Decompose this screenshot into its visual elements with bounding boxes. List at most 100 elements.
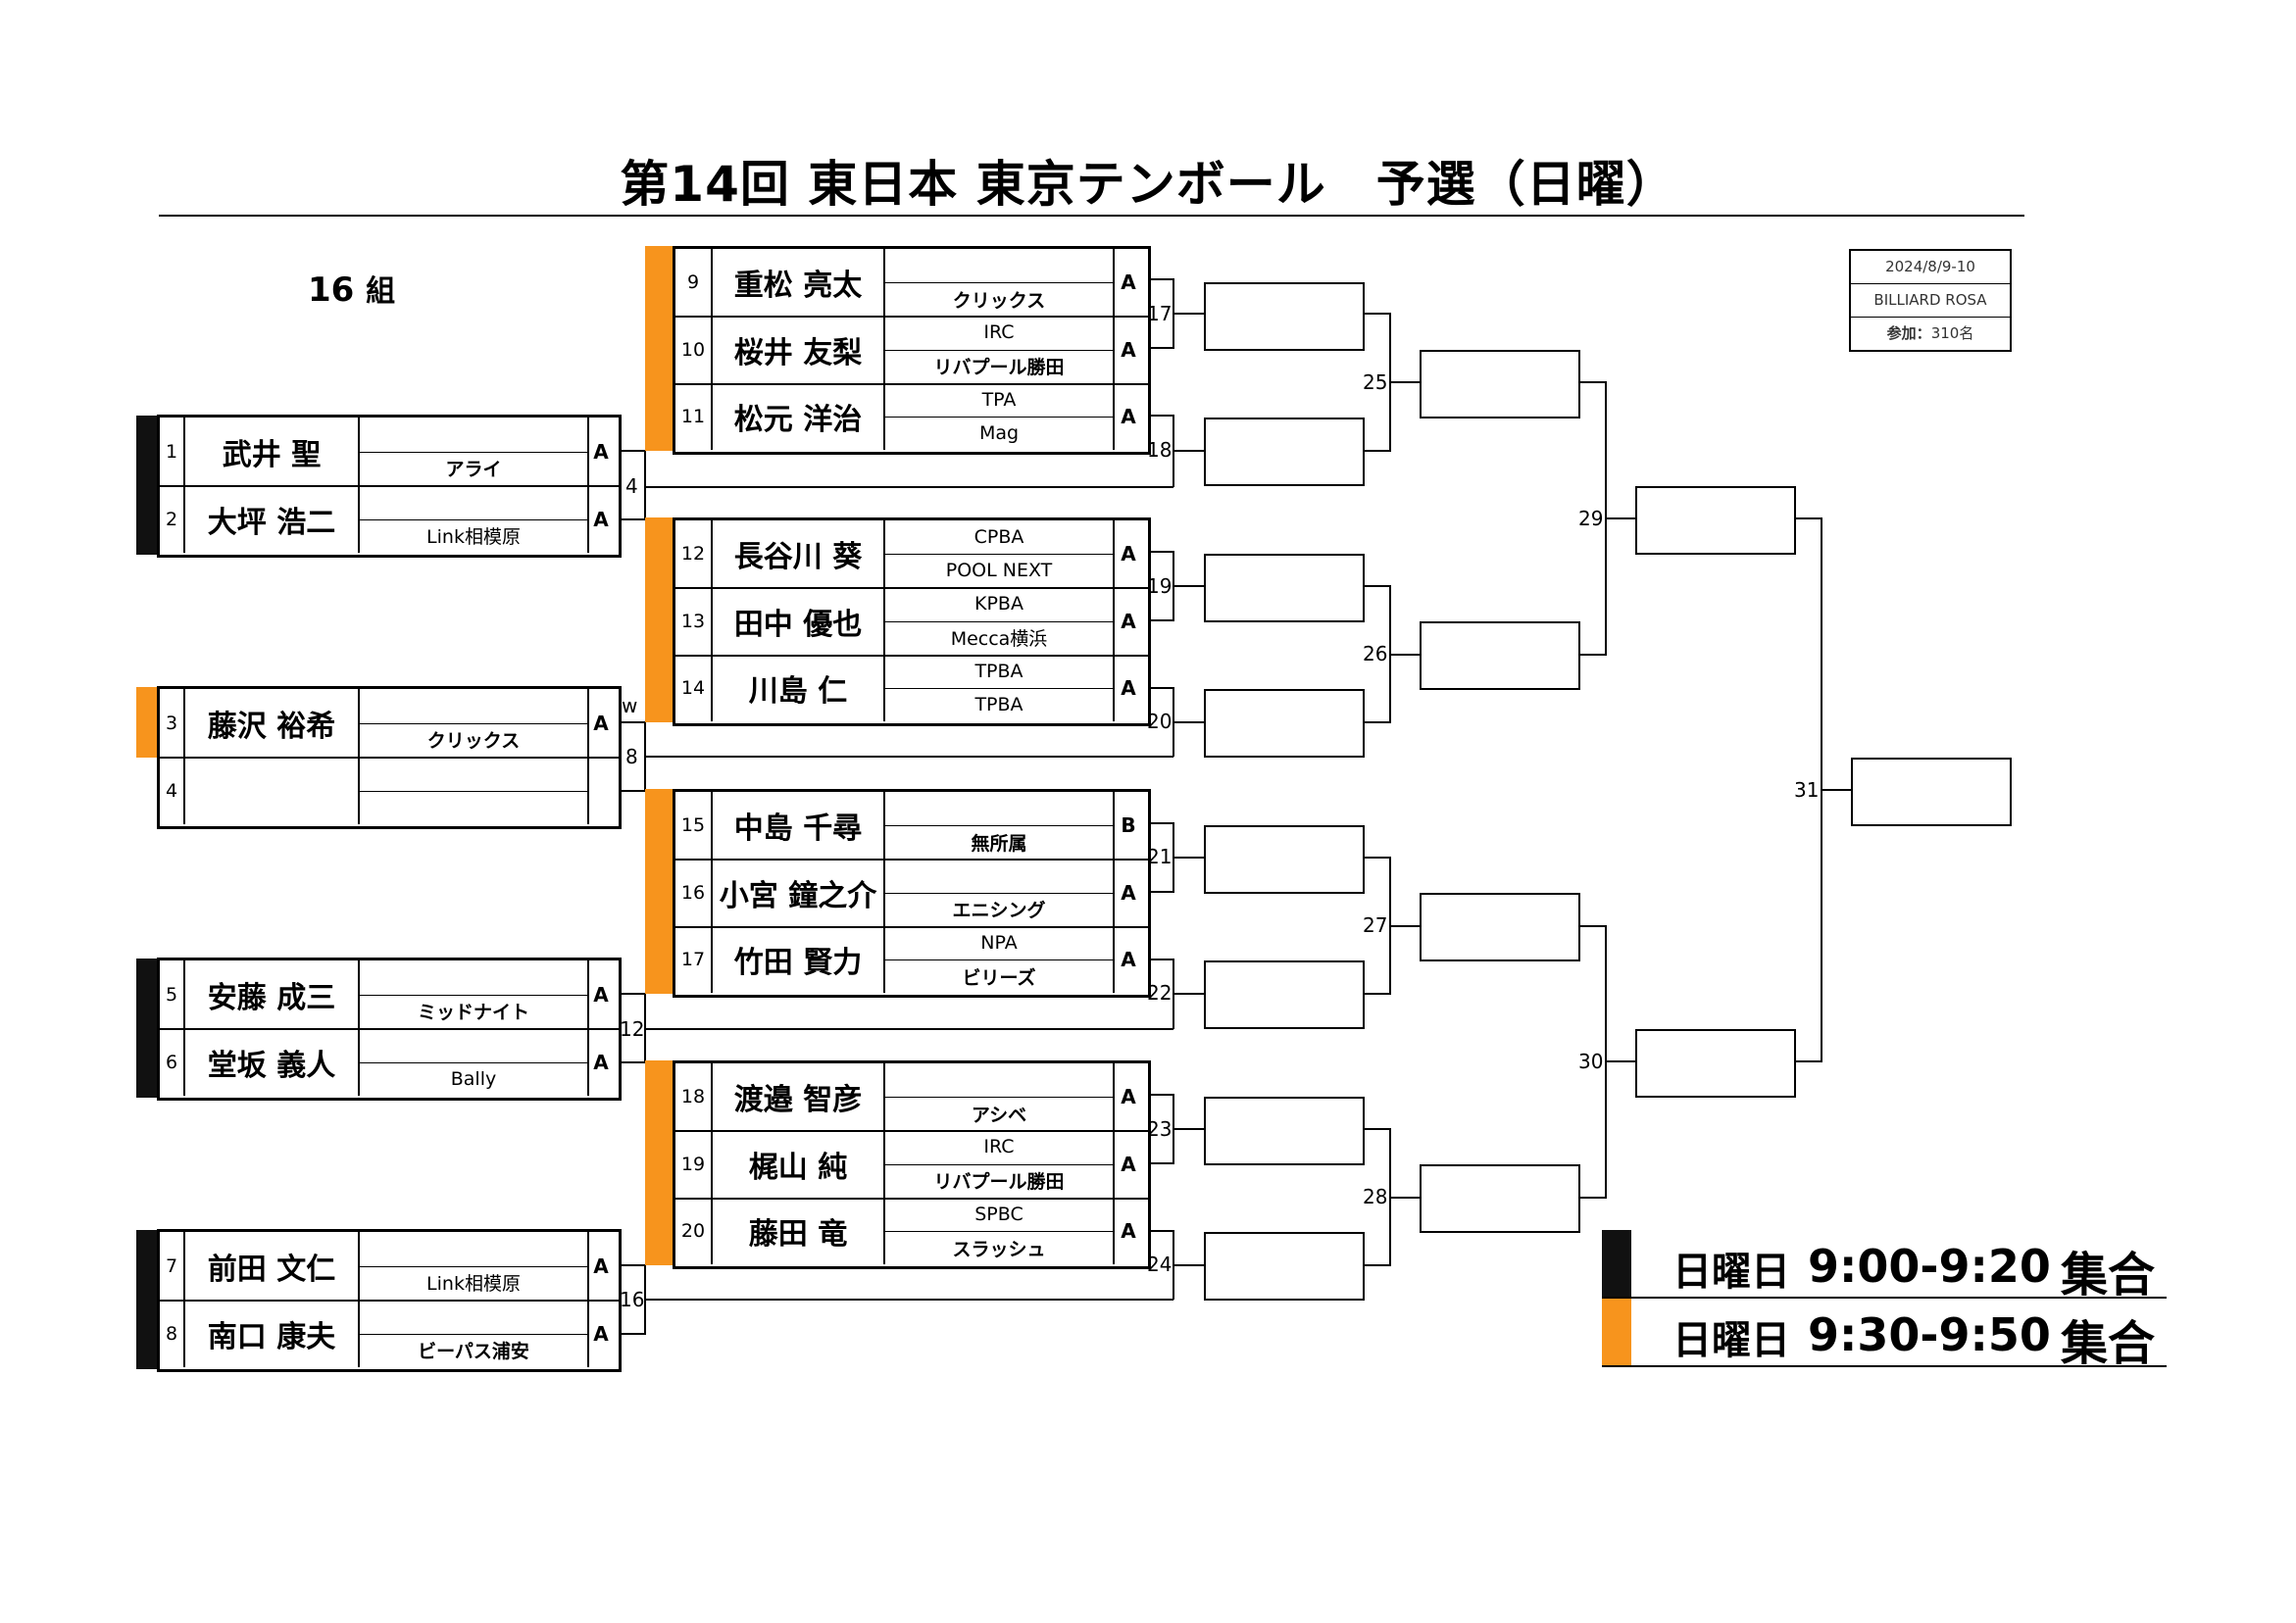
color-bar-orange	[645, 246, 673, 451]
seed-number: 10	[675, 316, 713, 383]
match-label: 30	[1578, 1050, 1604, 1073]
player-club: 無所属	[885, 792, 1115, 859]
player-class: A	[1121, 270, 1136, 294]
player-row[interactable]: 5 安藤 成三 ミッドナイト A	[160, 960, 619, 1030]
seed-number: 17	[675, 926, 713, 993]
winner-slot[interactable]	[1420, 621, 1580, 690]
player-class: B	[1121, 813, 1136, 837]
match-label: 28	[1363, 1185, 1388, 1208]
legend: 日曜日 9:00-9:20 集合 日曜日 9:30-9:50 集合	[1602, 1230, 2167, 1371]
player-club: エニシング	[885, 859, 1115, 926]
seed-number: 14	[675, 655, 713, 721]
player-name: 武井 聖	[185, 418, 360, 485]
winner-slot[interactable]	[1204, 554, 1365, 622]
player-row[interactable]: 2 大坪 浩二 Link相模原 A	[160, 485, 619, 553]
winner-slot[interactable]	[1204, 1232, 1365, 1301]
match-label: 4	[625, 474, 638, 498]
final-winner-slot[interactable]	[1851, 758, 2012, 826]
seed-number: 7	[160, 1232, 185, 1300]
seed-number: 3	[160, 689, 185, 757]
winner-slot[interactable]	[1204, 825, 1365, 894]
player-name: 大坪 浩二	[185, 485, 360, 553]
player-club: クリックス	[885, 249, 1115, 316]
player-club: アシベ	[885, 1063, 1115, 1130]
player-row[interactable]: 16 小宮 鐘之介 エニシング A	[675, 859, 1148, 928]
winner-slot[interactable]	[1420, 350, 1580, 418]
player-club: Link相模原	[360, 485, 589, 553]
legend-time: 9:00-9:20	[1808, 1240, 2051, 1293]
winner-slot[interactable]	[1420, 893, 1580, 961]
player-class: A	[1121, 1219, 1136, 1243]
info-box: 2024/8/9-10 BILLIARD ROSA 参加：310名	[1849, 249, 2012, 352]
match-label: 20	[1147, 710, 1173, 733]
player-name: 長谷川 葵	[713, 520, 885, 587]
match-label: 24	[1147, 1253, 1173, 1276]
player-class: A	[1121, 405, 1136, 428]
match-label: 23	[1147, 1117, 1173, 1141]
player-row[interactable]: 8 南口 康夫 ビーパス浦安 A	[160, 1300, 619, 1367]
page-title: 第14回 東日本 東京テンボール 予選（日曜）	[620, 156, 1676, 213]
winner-slot[interactable]	[1204, 282, 1365, 351]
player-class: A	[593, 711, 609, 735]
seed-number: 16	[675, 859, 713, 926]
match-label: 26	[1363, 642, 1388, 665]
player-class: A	[1121, 1085, 1136, 1108]
legend-label: 集合	[2061, 1316, 2156, 1371]
player-row[interactable]: 7 前田 文仁 Link相模原 A	[160, 1232, 619, 1302]
player-class: A	[593, 439, 609, 464]
winner-slot[interactable]	[1204, 689, 1365, 758]
match-label: 25	[1363, 370, 1388, 394]
player-row[interactable]: 18 渡邉 智彦 アシベ A	[675, 1063, 1148, 1132]
player-row[interactable]: 1 武井 聖 アライ A	[160, 418, 619, 487]
player-row[interactable]: 3 藤沢 裕希 クリックス A	[160, 689, 619, 759]
match-label: 31	[1794, 778, 1820, 802]
player-class: A	[1121, 542, 1136, 566]
match-label: 27	[1363, 913, 1388, 937]
player-club: Link相模原	[360, 1232, 589, 1300]
player-pair-box: 1 武井 聖 アライ A 2 大坪 浩二 Link相模原 A	[157, 415, 622, 558]
legend-swatch-orange	[1602, 1299, 1631, 1365]
winner-slot[interactable]	[1204, 960, 1365, 1029]
seed-number: 13	[675, 587, 713, 655]
color-bar-black	[136, 959, 160, 1098]
player-name: 安藤 成三	[185, 960, 360, 1028]
player-pair-box: 3 藤沢 裕希 クリックス A 4	[157, 686, 622, 829]
seed-number: 11	[675, 383, 713, 450]
player-club: ビーパス浦安	[360, 1300, 589, 1367]
seed-number: 4	[160, 757, 185, 824]
player-class: A	[1121, 337, 1136, 362]
color-bar-black	[136, 416, 160, 555]
player-class: A	[1121, 609, 1136, 633]
winner-slot[interactable]	[1635, 1029, 1796, 1098]
player-name: 竹田 賢力	[713, 926, 885, 993]
winner-slot[interactable]	[1204, 418, 1365, 486]
player-club: Bally	[360, 1028, 589, 1096]
player-row[interactable]: 6 堂坂 義人 Bally A	[160, 1028, 619, 1096]
winner-slot[interactable]	[1420, 1164, 1580, 1233]
player-club: クリックス	[360, 689, 589, 757]
player-class: A	[1121, 880, 1136, 905]
legend-day: 日曜日	[1672, 1318, 1790, 1363]
seed-number: 18	[675, 1063, 713, 1130]
winner-slot[interactable]	[1635, 486, 1796, 555]
player-row[interactable]: 9 重松 亮太 クリックス A	[675, 249, 1148, 318]
player-row[interactable]: 4	[160, 757, 619, 824]
group-number: 16	[308, 270, 355, 310]
seed-number: 20	[675, 1198, 713, 1264]
player-row[interactable]: 15 中島 千尋 無所属 B	[675, 792, 1148, 861]
match-label: 18	[1147, 438, 1173, 462]
winner-slot[interactable]	[1204, 1097, 1365, 1165]
player-name: 小宮 鐘之介	[713, 859, 885, 926]
